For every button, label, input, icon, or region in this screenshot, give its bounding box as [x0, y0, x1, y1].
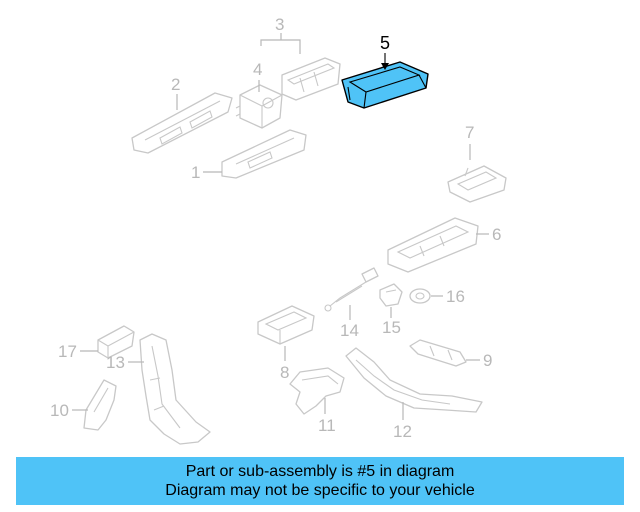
- part-14-sensor: [324, 267, 379, 312]
- callout-12: 12: [393, 402, 412, 441]
- part-11-elbow: [289, 367, 345, 415]
- callout-3-label: 3: [275, 15, 284, 34]
- part-2-duct: [131, 92, 233, 154]
- callout-16: 16: [431, 287, 465, 306]
- callout-1: 1: [191, 163, 222, 182]
- callout-16-label: 16: [446, 287, 465, 306]
- callout-13: 13: [106, 353, 144, 372]
- part-6-vent: [387, 217, 479, 273]
- callout-4-label: 4: [253, 60, 262, 79]
- callout-17-label: 17: [58, 342, 77, 361]
- part-4-actuator: [235, 84, 283, 129]
- callout-1-label: 1: [191, 163, 200, 182]
- part-7-vent: [447, 165, 507, 203]
- part-5-tray-highlighted: [341, 61, 429, 109]
- part-8-vent: [257, 305, 315, 345]
- part-16-grommet: [409, 288, 431, 304]
- callout-5: 5: [380, 33, 390, 70]
- part-17-block: [97, 325, 135, 359]
- banner-line-2: Diagram may not be specific to your vehi…: [165, 482, 475, 499]
- callout-3: 3: [260, 15, 301, 54]
- callout-9: 9: [466, 351, 492, 370]
- part-13-vertical-duct: [139, 333, 211, 445]
- callout-17: 17: [58, 342, 98, 361]
- callout-4: 4: [253, 60, 262, 92]
- callout-10: 10: [50, 401, 88, 420]
- callout-11-label: 11: [318, 416, 336, 435]
- callout-5-label: 5: [380, 33, 390, 53]
- callout-7: 7: [465, 123, 474, 160]
- callout-8: 8: [280, 346, 289, 382]
- part-10-bracket: [83, 379, 117, 431]
- callout-6: 6: [476, 225, 501, 244]
- part-12-floor-duct: [345, 347, 483, 413]
- callout-15-label: 15: [382, 318, 401, 337]
- callout-2: 2: [171, 75, 180, 110]
- callout-11: 11: [318, 398, 336, 435]
- callout-14-label: 14: [340, 321, 359, 340]
- part-15-clip: [379, 283, 403, 307]
- callout-6-label: 6: [492, 225, 501, 244]
- banner-line-1: Part or sub-assembly is #5 in diagram: [185, 463, 455, 480]
- callout-10-label: 10: [50, 401, 69, 420]
- callout-9-label: 9: [483, 351, 492, 370]
- callout-14: 14: [340, 305, 359, 340]
- callout-8-label: 8: [280, 363, 289, 382]
- callout-7-label: 7: [465, 123, 474, 142]
- callout-2-label: 2: [171, 75, 180, 94]
- part-9-bracket: [409, 339, 467, 367]
- info-banner: Part or sub-assembly is #5 in diagram Di…: [16, 457, 624, 505]
- callout-15: 15: [382, 307, 401, 337]
- part-1-duct: [221, 129, 307, 179]
- part-3-vent: [281, 57, 341, 101]
- callout-13-label: 13: [106, 353, 125, 372]
- callout-12-label: 12: [393, 422, 412, 441]
- parts-diagram: 2 3 4 5: [50, 15, 507, 445]
